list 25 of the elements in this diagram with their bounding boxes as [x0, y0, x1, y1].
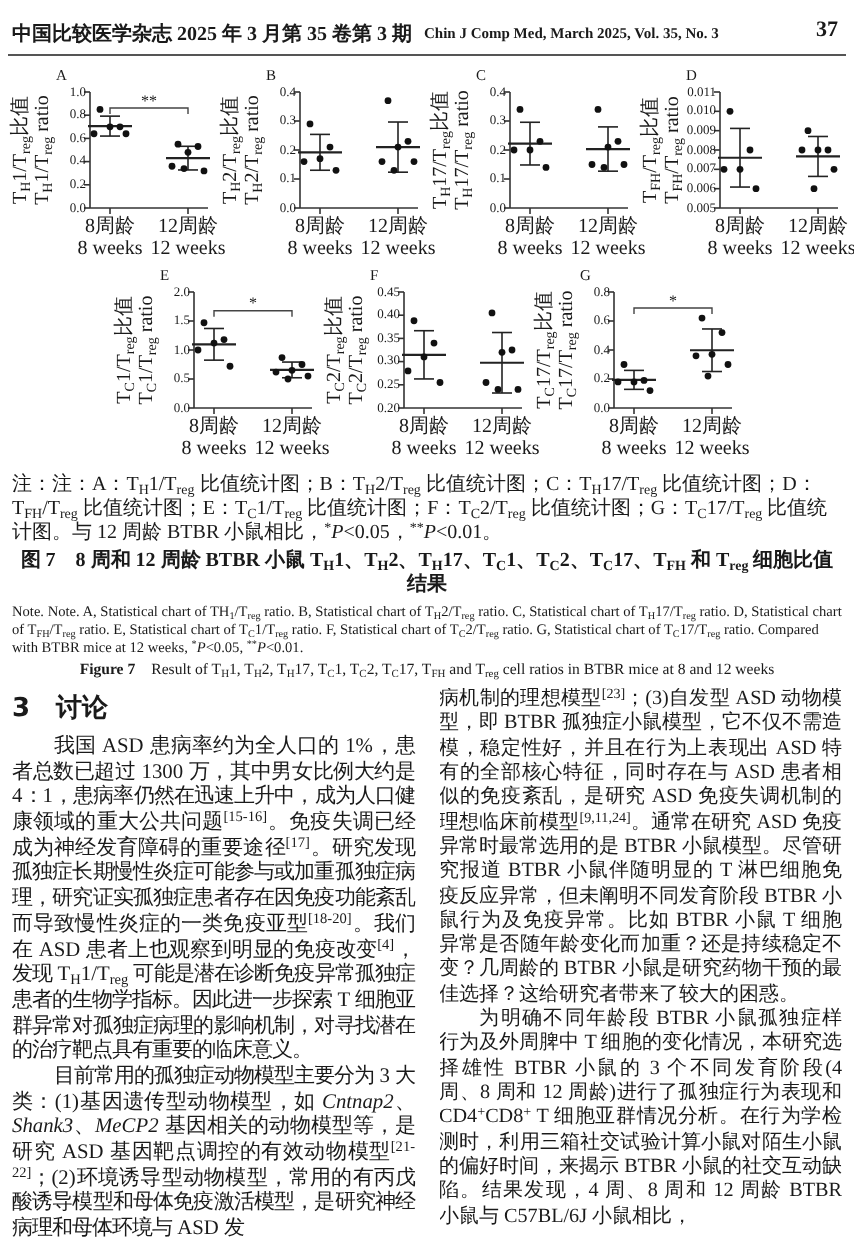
- section-heading: 3 讨论: [12, 692, 111, 728]
- group-label: 8周龄 8 weeks: [179, 416, 249, 460]
- group-label: 12周龄 12 weeks: [462, 416, 542, 460]
- group-label: 8周龄 8 weeks: [285, 216, 355, 260]
- group-label: 8周龄 8 weeks: [705, 216, 775, 260]
- figure-note: 注：注：A：T$_{H}$1/T$_{reg}$ 比值统计图；B：T$_{H}$2/T$_{reg}$ 比值统计图；C：T$_{H}$17/T$_{reg}$ 比值统计图；D：T$_{FH}$/T$_{reg}$ 比值统计图；E：T$_{C}$1/T$_{reg}$ 比值统计图；F：T$_{C}$2/T$_{reg}$ 比值统计图；G：T$_{C}$17/T$_{reg}$ 比值统计图。与 12 周龄 BTBR 小鼠相比，$^{*}$P<0.05，$^{**}$P<0.01。: [12, 474, 830, 546]
- body-paragraph: 目前常用的孤独症动物模型主要分为 3 大类：(1)基因遗传型动物模型，如 Cntnap2、Shank3、MeCP2 基因相关的动物模型等，是研究 ASD 基因靶点调控的有效动物模型$^{[21-}$$^{22]}$；(2)环境诱导型动物模型，常用的有丙戊酸诱导模型和母体免疫激活模型，是研究神经病理和母体环境与 ASD 发: [12, 1065, 415, 1244]
- group-label: 12周龄 12 weeks: [568, 216, 648, 260]
- group-label: 8周龄 8 weeks: [495, 216, 565, 260]
- significance-mark: **: [139, 94, 159, 110]
- group-label: 12周龄 12 weeks: [252, 416, 332, 460]
- group-label: 12周龄 12 weeks: [778, 216, 854, 260]
- group-label: 8周龄 8 weeks: [389, 416, 459, 460]
- group-label: 12周龄 12 weeks: [148, 216, 228, 260]
- group-label: 8周龄 8 weeks: [75, 216, 145, 260]
- body-paragraph: 我国 ASD 患病率约为全人口的 1%，患者总数已超过 1300 万，其中男女比例大约是 4：1，患病率仍然在迅速上升中，成为人口健康领域的重大公共问题$^{[15-16]}$。免疫失调已经成为神经发育障碍的重要途径$^{[17]}$。研究发现孤独症长期慢性炎症可能参与或加重孤独症病理，研究证实孤独症患者存在因免疫功能紊乱而导致慢性炎症的一类免疫亚型$^{[18-20]}$。我们在 ASD 患者上也观察到明显的免疫改变$^{[4]}$，发现 T$_{H}$1/T$_{reg}$ 可能是潜在诊断免疫异常孤独症患者的生物学指标。因此进一步探索 T 细胞亚群异常对孤独症病理的影响机制，对寻找潜在的治疗靶点具有重要的临床意义。: [12, 736, 415, 1064]
- group-label: 12周龄 12 weeks: [358, 216, 438, 260]
- body-paragraph: 为明确不同年龄段 BTBR 小鼠孤独症样行为及外周脾中 T 细胞的变化情况，本研究选择雄性 BTBR 小鼠的 3 个不同发育阶段(4 周、8 周和 12 周龄)进行了孤独症行为表现和 CD4$^{+}$CD8$^{+}$ T 细胞亚群情况分析。在行为学检测时，利用三箱社交试验计算小鼠对陌生小鼠的偏好时间，来揭示 BTBR 小鼠的社交互动缺陷。结果发现，4 周、8 周和 12 周龄 BTBR 小鼠与 C57BL/6J 小鼠相比，: [439, 1008, 842, 1230]
- significance-mark: *: [247, 296, 259, 313]
- journal-header: 中国比较医学杂志 2025 年 3 月第 35 卷第 3 期: [12, 21, 412, 48]
- significance-mark: *: [667, 294, 679, 310]
- group-label: 12周龄 12 weeks: [672, 416, 752, 460]
- page-number: 37: [816, 18, 838, 42]
- figure-caption: 图 7 8 周和 12 周龄 BTBR 小鼠 T$_{H}$1、T$_{H}$2、T$_{H}$17、T$_{C}$1、T$_{C}$2、T$_{C}$17、T$_{FH}$ 和 T$_{reg}$ 细胞比值结果: [18, 550, 836, 598]
- group-label: 8周龄 8 weeks: [599, 416, 669, 460]
